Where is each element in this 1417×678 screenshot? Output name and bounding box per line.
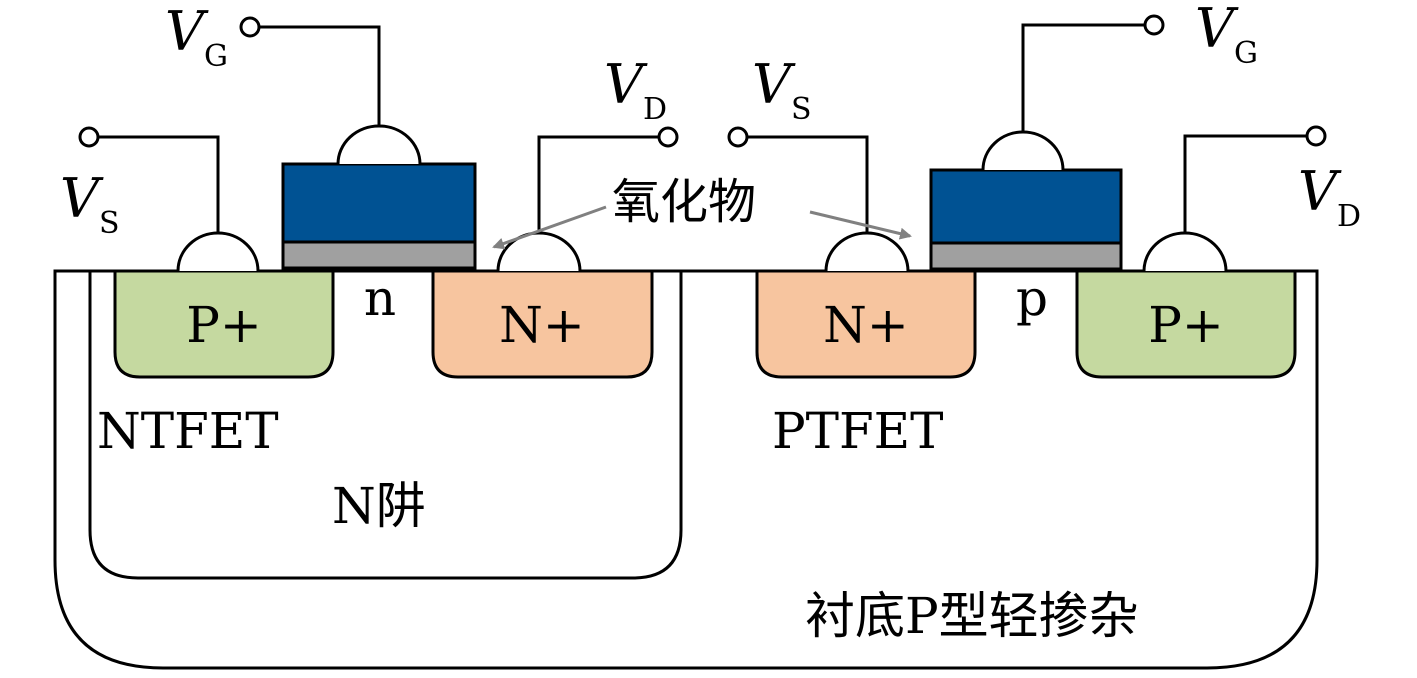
substrate-outline <box>53 269 1319 670</box>
terminal-vs-right[interactable] <box>727 126 749 148</box>
oxide-arrow-left <box>492 205 607 250</box>
label-ptfet: PTFET <box>772 402 944 460</box>
terminal-wires <box>98 23 1307 233</box>
gate-oxide-right <box>929 241 1123 271</box>
label-vd-right: VD <box>1298 160 1361 234</box>
terminal-vd-right[interactable] <box>1305 125 1327 147</box>
wire-vg-left <box>259 25 381 126</box>
n-plus-region-right <box>755 269 977 379</box>
p-plus-region-left <box>113 269 335 379</box>
wire-vs-left <box>98 135 220 233</box>
label-p-channel: p <box>1016 269 1048 327</box>
wire-vd-right <box>1183 134 1307 233</box>
label-vg-left: VG <box>165 0 228 74</box>
wire-vd-left <box>537 135 659 233</box>
gate-contact-right <box>981 130 1065 171</box>
source-contact-right <box>824 231 910 272</box>
gate-oxide-left <box>281 240 477 270</box>
label-ntfet: NTFET <box>97 402 279 460</box>
terminal-vs-left[interactable] <box>78 126 100 148</box>
wire-vs-right <box>747 135 869 233</box>
terminal-vd-left[interactable] <box>657 126 679 148</box>
label-substrate: 衬底P型轻掺杂 <box>805 587 1139 645</box>
label-p-plus-right: P+ <box>1148 296 1224 354</box>
gate-contact-left <box>336 124 422 165</box>
source-contact-left <box>176 231 260 272</box>
label-n-well: N阱 <box>332 477 426 535</box>
drain-contact-right <box>1142 231 1228 272</box>
oxide-label: 氧化物 <box>612 174 756 230</box>
wire-vg-right <box>1021 23 1145 132</box>
label-vg-right: VG <box>1195 0 1258 71</box>
label-p-plus-left: P+ <box>186 296 262 354</box>
label-vs-right: VS <box>752 53 812 127</box>
drain-contact-left <box>496 231 582 272</box>
label-vd-left: VD <box>604 53 667 127</box>
gate-electrode-right <box>929 168 1123 245</box>
n-plus-region-left <box>431 269 654 379</box>
terminal-vg-right[interactable] <box>1143 14 1165 36</box>
oxide-arrow-right <box>809 210 912 240</box>
p-plus-region-right <box>1075 269 1297 379</box>
gate-electrode-left <box>281 162 477 244</box>
label-n-channel: n <box>364 269 396 327</box>
label-n-plus-right: N+ <box>823 296 909 354</box>
label-vs-left: VS <box>60 167 120 241</box>
label-n-plus-left: N+ <box>499 296 585 354</box>
terminal-vg-left[interactable] <box>239 16 261 38</box>
n-well-outline <box>88 271 683 580</box>
